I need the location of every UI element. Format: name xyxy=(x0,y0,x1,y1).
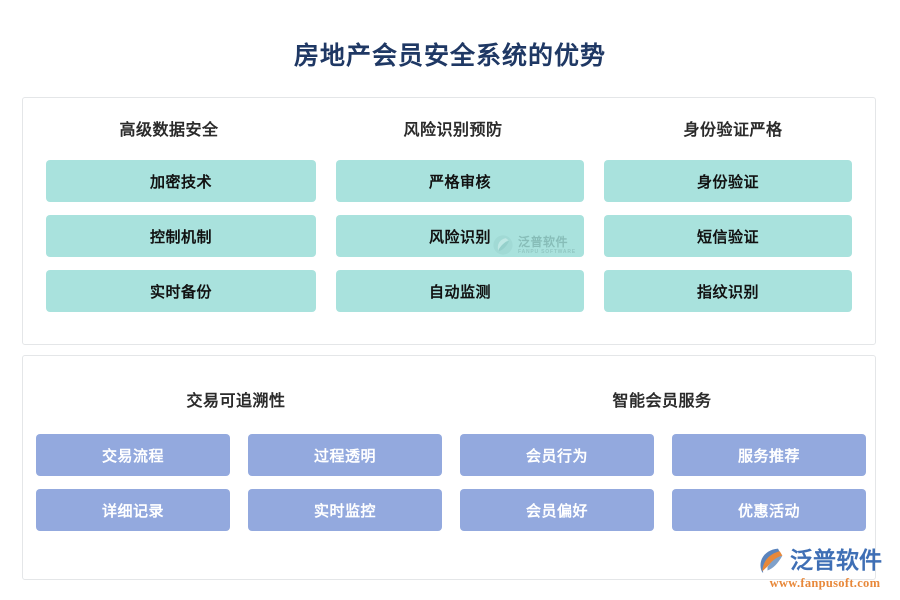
brand-logo-url: www.fanpusoft.com xyxy=(769,576,881,590)
page-title: 房地产会员安全系统的优势 xyxy=(293,42,606,70)
services-heading-row: 交易可追溯性 智能会员服务 xyxy=(23,391,875,413)
pill-identity-verification[interactable]: 身份验证 xyxy=(604,160,852,202)
pill-sms-verification[interactable]: 短信验证 xyxy=(604,215,852,257)
fanpu-logo-icon xyxy=(757,546,785,574)
security-heading-row: 高级数据安全 风险识别预防 身份验证严格 xyxy=(23,120,875,142)
column-heading-transaction-traceability: 交易可追溯性 xyxy=(186,393,286,410)
security-card: 高级数据安全 风险识别预防 身份验证严格 加密技术 严格审核 身份验证 控制机制… xyxy=(22,97,876,345)
pill-transaction-process[interactable]: 交易流程 xyxy=(36,434,230,476)
pill-member-behavior[interactable]: 会员行为 xyxy=(460,434,654,476)
services-pill-grid: 交易流程 过程透明 会员行为 服务推荐 详细记录 实时监控 会员偏好 优惠活动 xyxy=(36,434,866,531)
brand-logo-row: 泛普软件 xyxy=(757,545,893,575)
pill-automatic-monitoring[interactable]: 自动监测 xyxy=(336,270,584,312)
pill-fingerprint-recognition[interactable]: 指纹识别 xyxy=(604,270,852,312)
column-heading-data-security: 高级数据安全 xyxy=(119,122,219,139)
brand-logo: 泛普软件 www.fanpusoft.com xyxy=(757,545,893,593)
pill-service-recommendation[interactable]: 服务推荐 xyxy=(672,434,866,476)
brand-logo-cn: 泛普软件 xyxy=(790,547,882,573)
pill-detailed-records[interactable]: 详细记录 xyxy=(36,489,230,531)
pill-encryption[interactable]: 加密技术 xyxy=(46,160,316,202)
column-heading-identity-verification: 身份验证严格 xyxy=(683,122,783,139)
security-pill-grid: 加密技术 严格审核 身份验证 控制机制 风险识别 短信验证 实时备份 自动监测 … xyxy=(46,160,852,312)
pill-member-preference[interactable]: 会员偏好 xyxy=(460,489,654,531)
column-heading-smart-member-service: 智能会员服务 xyxy=(612,393,712,410)
pill-process-transparency[interactable]: 过程透明 xyxy=(248,434,442,476)
pill-promotional-activities[interactable]: 优惠活动 xyxy=(672,489,866,531)
pill-risk-identification[interactable]: 风险识别 xyxy=(336,215,584,257)
pill-realtime-backup[interactable]: 实时备份 xyxy=(46,270,316,312)
services-card: 交易可追溯性 智能会员服务 交易流程 过程透明 会员行为 服务推荐 详细记录 实… xyxy=(22,355,876,580)
pill-control-mechanism[interactable]: 控制机制 xyxy=(46,215,316,257)
pill-strict-review[interactable]: 严格审核 xyxy=(336,160,584,202)
pill-realtime-monitoring[interactable]: 实时监控 xyxy=(248,489,442,531)
column-heading-risk-prevention: 风险识别预防 xyxy=(403,122,503,139)
